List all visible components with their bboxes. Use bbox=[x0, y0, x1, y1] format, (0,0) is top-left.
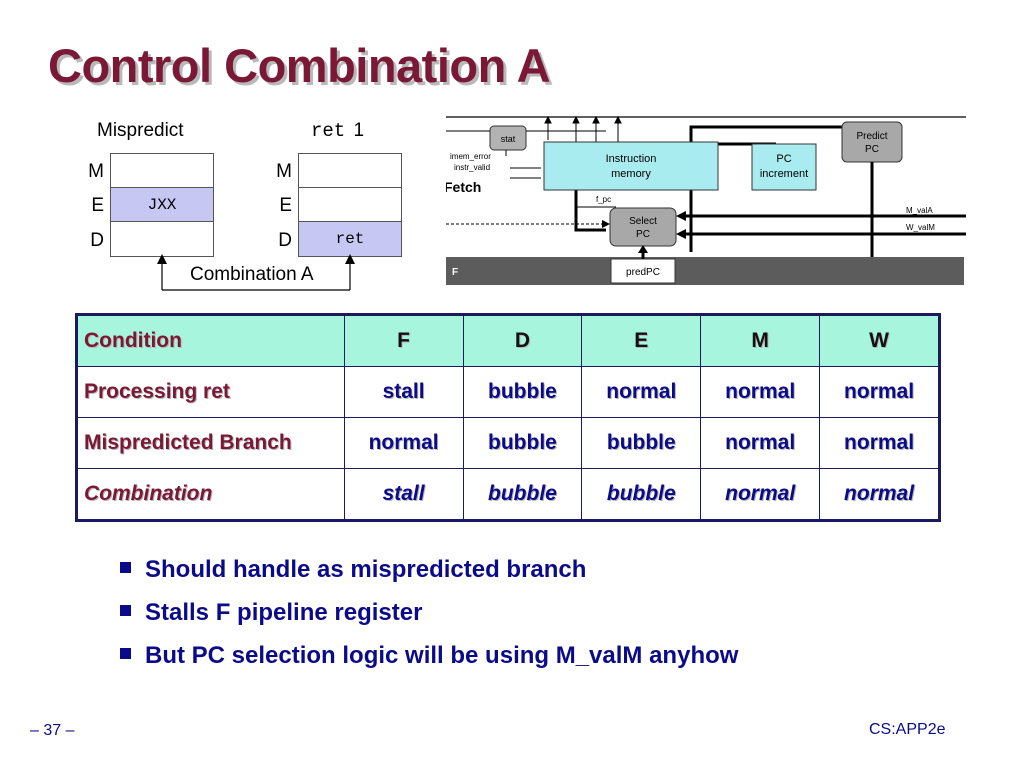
row-w: normal bbox=[819, 366, 940, 418]
ret-instruction: ret bbox=[335, 230, 365, 248]
course-label: CS:APP2e bbox=[869, 721, 946, 738]
jxx-instruction: JXX bbox=[147, 195, 177, 214]
instruction-memory-label: Instruction bbox=[606, 153, 657, 165]
row-w: normal bbox=[819, 468, 940, 521]
fetch-stage-diagram: stat imem_error instr_valid Fetch Instru… bbox=[446, 115, 966, 285]
stage-m-left: M bbox=[88, 161, 104, 182]
svg-text:increment: increment bbox=[760, 168, 808, 180]
row-condition: Processing ret bbox=[76, 366, 345, 418]
m-vala-label: M_valA bbox=[906, 206, 933, 215]
bullet-text: Should handle as mispredicted branch bbox=[145, 556, 587, 583]
row-condition: Mispredicted Branch bbox=[76, 417, 345, 469]
header-e: E bbox=[581, 314, 702, 367]
stage-m-right: M bbox=[276, 161, 292, 182]
row-e: bubble bbox=[581, 468, 702, 521]
bullet-item: Should handle as mispredicted branch bbox=[120, 556, 586, 584]
row-e: normal bbox=[581, 366, 702, 418]
fetch-label: Fetch bbox=[446, 179, 481, 195]
row-m: normal bbox=[700, 366, 821, 418]
svg-text:PC: PC bbox=[865, 144, 879, 155]
row-f: stall bbox=[343, 468, 464, 521]
stage-box-d-left bbox=[110, 221, 214, 257]
row-w: normal bbox=[819, 417, 940, 469]
stage-box-m-right bbox=[298, 153, 402, 188]
header-m: M bbox=[700, 314, 821, 367]
select-pc-label: Select bbox=[629, 216, 657, 227]
ret-label-suffix: 1 bbox=[353, 120, 365, 141]
stage-box-d-right: ret bbox=[298, 221, 402, 257]
header-f: F bbox=[343, 314, 464, 367]
control-condition-table: Condition F D E M W Processing ret stall… bbox=[75, 313, 941, 522]
slide-title: Control Combination A bbox=[48, 39, 551, 92]
w-valm-label: W_valM bbox=[906, 223, 935, 232]
bullet-square-icon bbox=[120, 605, 131, 617]
stage-d-left: D bbox=[90, 230, 104, 251]
table-row: Combination stall bubble bubble normal n… bbox=[76, 468, 940, 521]
row-condition: Combination bbox=[76, 468, 345, 521]
right-arrow-head bbox=[345, 254, 355, 264]
bullet-item: Stalls F pipeline register bbox=[120, 599, 422, 627]
stage-box-e-right bbox=[298, 187, 402, 222]
mispredict-label: Mispredict bbox=[97, 120, 184, 141]
header-w: W bbox=[819, 314, 940, 367]
row-m: normal bbox=[700, 468, 821, 521]
pc-increment-label: PC bbox=[776, 153, 791, 165]
row-d: bubble bbox=[462, 417, 583, 469]
table-row: Processing ret stall bubble normal norma… bbox=[76, 366, 940, 418]
header-d: D bbox=[462, 314, 583, 367]
combination-a-label: Combination A bbox=[188, 264, 316, 286]
svg-text:instr_valid: instr_valid bbox=[454, 163, 490, 172]
table-header-row: Condition F D E M W bbox=[76, 314, 940, 367]
stage-e-right: E bbox=[279, 195, 292, 216]
stage-box-m-left bbox=[110, 153, 214, 188]
bullet-square-icon bbox=[120, 648, 131, 660]
svg-text:memory: memory bbox=[611, 168, 651, 180]
row-d: bubble bbox=[462, 366, 583, 418]
stage-box-e-left: JXX bbox=[110, 187, 214, 222]
predpc-label: predPC bbox=[626, 267, 660, 278]
stage-e-left: E bbox=[91, 195, 104, 216]
row-f: stall bbox=[343, 366, 464, 418]
stat-block-label: stat bbox=[501, 134, 516, 144]
bullet-text: But PC selection logic will be using M_v… bbox=[145, 642, 739, 669]
header-condition: Condition bbox=[76, 314, 345, 367]
row-f: normal bbox=[343, 417, 464, 469]
predict-pc-label: Predict bbox=[856, 131, 887, 142]
page-number: – 37 – bbox=[30, 722, 75, 739]
row-e: bubble bbox=[581, 417, 702, 469]
table-row: Mispredicted Branch normal bubble bubble… bbox=[76, 417, 940, 469]
combination-arrows bbox=[157, 254, 355, 291]
row-m: normal bbox=[700, 417, 821, 469]
f-register-label: F bbox=[452, 267, 458, 278]
ret-label: ret 1 bbox=[311, 120, 364, 142]
bullet-item: But PC selection logic will be using M_v… bbox=[120, 642, 738, 670]
svg-text:imem_error: imem_error bbox=[450, 152, 491, 161]
ret-label-code: ret bbox=[311, 120, 346, 142]
f-pc-label: f_pc bbox=[596, 195, 611, 204]
svg-text:PC: PC bbox=[636, 229, 650, 240]
bullet-square-icon bbox=[120, 562, 131, 574]
left-arrow-head bbox=[157, 254, 167, 264]
stage-d-right: D bbox=[278, 230, 292, 251]
bullet-text: Stalls F pipeline register bbox=[145, 599, 423, 626]
row-d: bubble bbox=[462, 468, 583, 521]
